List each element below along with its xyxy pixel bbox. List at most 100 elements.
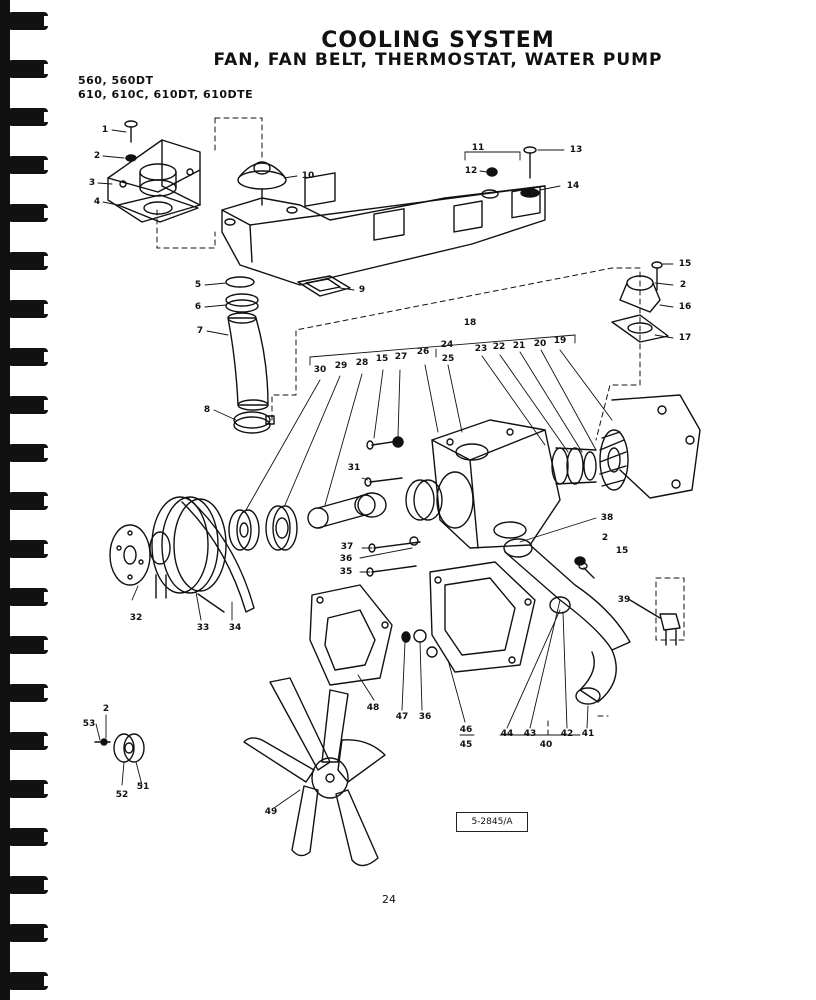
callout-7: 7 (196, 326, 204, 336)
binding-hole (44, 256, 50, 266)
water-pump-body (431, 419, 561, 549)
binding-hole (44, 544, 50, 554)
binding-hole (44, 928, 50, 938)
binding-hole (44, 784, 50, 794)
callout-48: 48 (366, 703, 380, 713)
callout-1: 1 (101, 125, 109, 135)
callout-34: 34 (228, 623, 242, 633)
callout-49: 49 (264, 807, 278, 817)
callout-44: 44 (500, 729, 514, 739)
callout-2d: 2 (102, 704, 110, 714)
binding-coil (8, 684, 48, 702)
callout-12: 12 (464, 166, 478, 176)
binding-coil (8, 732, 48, 750)
binding-hole (44, 496, 50, 506)
callout-3: 3 (88, 178, 96, 188)
thermostat (237, 161, 287, 206)
callout-13: 13 (569, 145, 583, 155)
callout-21: 21 (512, 341, 526, 351)
thermostat-bracket (107, 139, 201, 223)
binding-coil (8, 444, 48, 462)
callout-9: 9 (358, 285, 366, 295)
washer-12 (486, 167, 498, 177)
bolt-1 (124, 120, 138, 162)
binding-hole (44, 400, 50, 410)
inlet-elbow (503, 538, 631, 705)
callout-20: 20 (533, 339, 547, 349)
binding-coil (8, 204, 48, 222)
callout-35: 35 (339, 567, 353, 577)
binding-coil (8, 876, 48, 894)
callout-2: 2 (93, 151, 101, 161)
binding-hole (44, 16, 50, 26)
binding-hole (44, 208, 50, 218)
callout-19: 19 (553, 336, 567, 346)
binding-hole (44, 352, 50, 362)
callout-38: 38 (600, 513, 614, 523)
binding-hole (44, 304, 50, 314)
impeller (599, 429, 629, 491)
binding-hole (44, 880, 50, 890)
page-subtitle: FAN, FAN BELT, THERMOSTAT, WATER PUMP (213, 50, 663, 70)
callout-24: 24 (440, 340, 454, 350)
callout-8: 8 (203, 405, 211, 415)
callout-15a: 15 (678, 259, 692, 269)
binding-coil (8, 540, 48, 558)
model-line-1: 560, 560DT (78, 74, 154, 87)
binding-coil (8, 828, 48, 846)
shaft-bearing (307, 492, 387, 529)
callout-28: 28 (355, 358, 369, 368)
pump-backplate (611, 394, 701, 499)
spiral-binding (0, 0, 50, 1000)
callout-33: 33 (196, 623, 210, 633)
binding-coil (8, 348, 48, 366)
callout-2b: 2 (679, 280, 687, 290)
callout-42: 42 (560, 729, 574, 739)
callout-2c: 2 (601, 533, 609, 543)
flange-30 (228, 509, 260, 551)
water-manifold (221, 172, 546, 286)
gasket-9 (297, 275, 351, 297)
binding-hole (44, 160, 50, 170)
callout-11: 11 (471, 143, 485, 153)
pump-shaft-parts (551, 447, 597, 485)
model-line-2: 610, 610C, 610DT, 610DTE (78, 88, 254, 101)
binding-hole (44, 736, 50, 746)
temp-sender (629, 599, 681, 646)
binding-coil (8, 12, 48, 30)
binding-coil (8, 252, 48, 270)
binding-coil (8, 396, 48, 414)
callout-37: 37 (340, 542, 354, 552)
seal-ring (265, 505, 298, 551)
fan-belt (181, 497, 255, 613)
callout-15b: 15 (375, 354, 389, 364)
binding-coil (8, 108, 48, 126)
callout-16: 16 (678, 302, 692, 312)
callout-31: 31 (347, 463, 361, 473)
bearing-ring (405, 479, 443, 521)
callout-10: 10 (301, 171, 315, 181)
callout-22: 22 (492, 342, 506, 352)
callout-14: 14 (566, 181, 580, 191)
callout-41: 41 (581, 729, 595, 739)
callout-4: 4 (93, 197, 101, 207)
callout-51: 51 (136, 782, 150, 792)
binding-hole (44, 976, 50, 986)
cooling-fan (243, 677, 386, 867)
binding-coil (8, 156, 48, 174)
fan-spacer (94, 733, 145, 763)
binding-coil (8, 636, 48, 654)
callout-53: 53 (82, 719, 96, 729)
binding-hole (44, 688, 50, 698)
pump-gasket (429, 561, 536, 673)
fan-hub (109, 524, 151, 586)
binding-hole (44, 592, 50, 602)
binding-hole (44, 832, 50, 842)
outlet-elbow (611, 261, 669, 343)
bolt-13 (523, 146, 537, 179)
callout-30: 30 (313, 365, 327, 375)
binding-coil (8, 588, 48, 606)
callout-18: 18 (463, 318, 477, 328)
binding-coil (8, 492, 48, 510)
